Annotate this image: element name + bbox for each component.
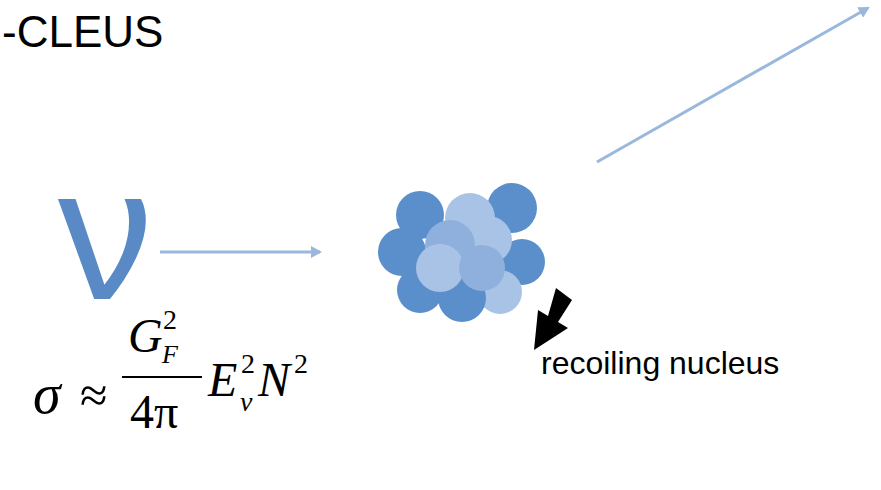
recoil-pointer bbox=[534, 288, 572, 350]
formula-symbol: G bbox=[128, 312, 163, 360]
formula-symbol: N bbox=[258, 356, 290, 404]
formula-symbol: σ bbox=[33, 366, 61, 422]
nucleus bbox=[378, 183, 545, 322]
callout-label: recoiling nucleus bbox=[541, 347, 779, 379]
formula-exponent: 2 bbox=[241, 350, 255, 378]
slide-title: -CLEUS bbox=[2, 10, 163, 54]
formula-exponent: 2 bbox=[294, 350, 308, 378]
formula-subscript: F bbox=[162, 342, 178, 368]
outgoing-arrow bbox=[597, 8, 868, 162]
fraction-bar bbox=[122, 376, 202, 378]
formula-symbol: ≈ bbox=[80, 370, 107, 420]
formula-symbol: 4π bbox=[130, 388, 178, 436]
formula-symbol: E bbox=[208, 356, 237, 404]
formula-exponent: 2 bbox=[163, 306, 177, 334]
neutrino-symbol: ν bbox=[58, 138, 153, 328]
incoming-arrow bbox=[160, 251, 320, 254]
formula-subscript: ν bbox=[240, 388, 252, 416]
